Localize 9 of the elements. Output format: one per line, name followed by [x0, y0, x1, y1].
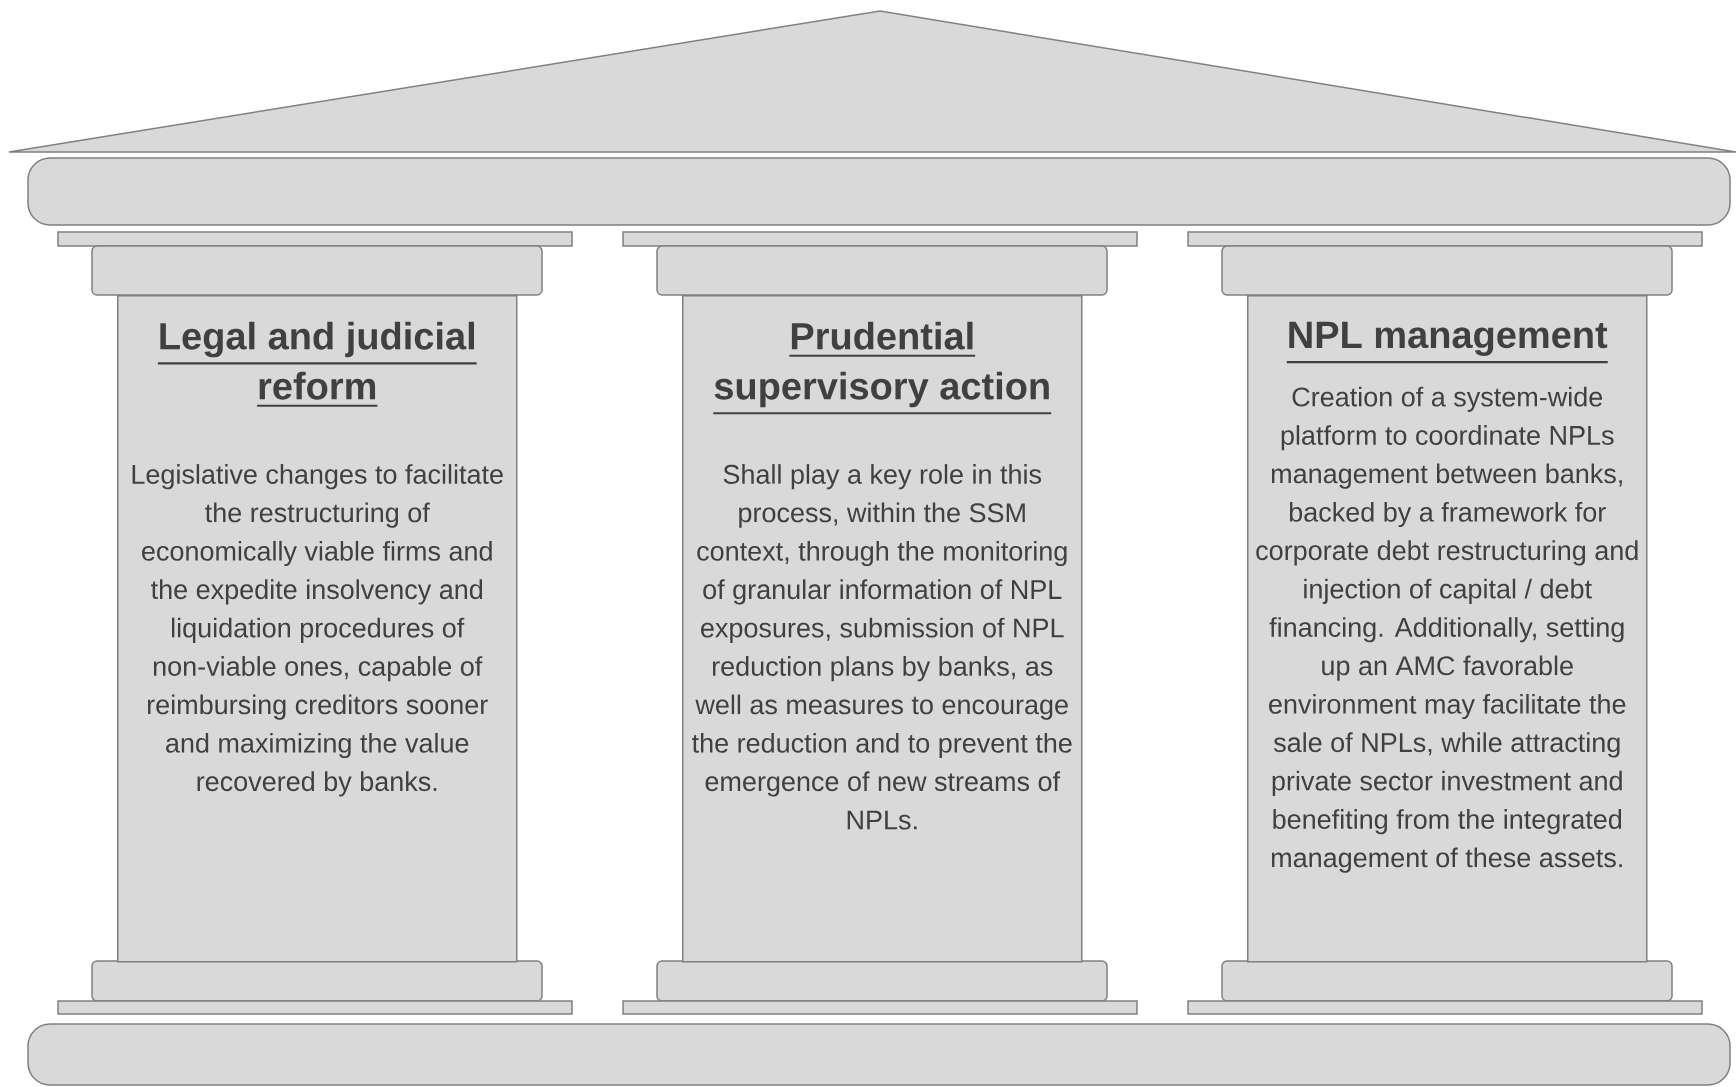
pillar-shaft	[682, 295, 1083, 963]
pillar-shaft	[117, 295, 518, 963]
pillar-heading: Legal and judicial reform	[157, 321, 477, 407]
pillar-shaft	[1247, 295, 1648, 963]
pillar-heading: Prudential supervisory action	[713, 321, 1052, 415]
pillar-text: Legislative changes to facilitate the restructuring of economically viable firms and the expedite insolvency and liquidation procedures of non-viable ones, capable of reimbursing creditors sooner and maximizing the value recovered by banks.	[132, 464, 503, 797]
pillar-text: Creation of a system-wide platform to coordinate NPLs management between banks, backed by a framework for corporate debt restructuring and injection of capital / debt financing. Additionally, setting up an AMC favorable environment may facilitate the sale of NPLs, while attracting private sector investment and benefiting from the integrated management of these assets.	[1256, 386, 1638, 873]
pillar-text: Shall play a key role in this process, within the SSM context, through the monitoring of granular information of NPL exposures, submission of NPL reduction plans by banks, as well as measures to encourage the reduction and to prevent the emergence of new streams of NPLs.	[692, 464, 1072, 830]
pillar-heading: NPL management	[1286, 321, 1608, 364]
